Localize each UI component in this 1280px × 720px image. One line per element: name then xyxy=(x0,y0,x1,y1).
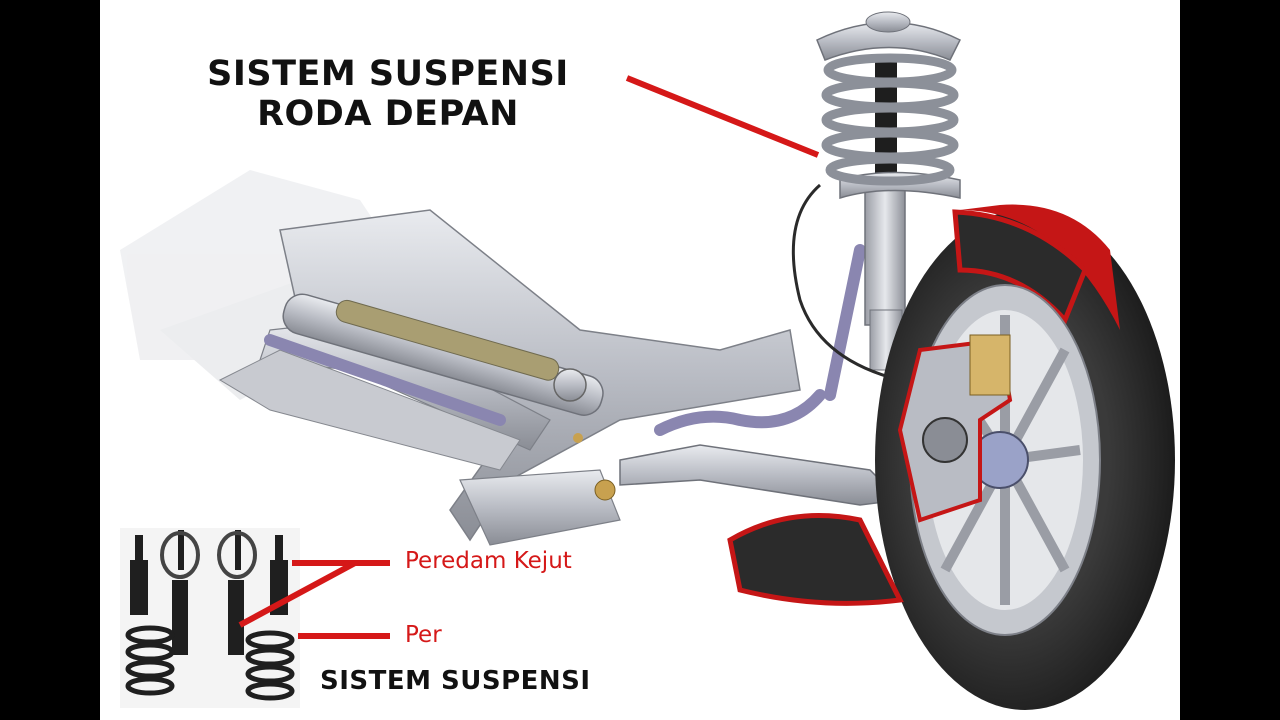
diagram-title: SISTEM SUSPENSI RODA DEPAN xyxy=(168,54,608,134)
coil-spring xyxy=(821,53,959,186)
inset-leader-lines xyxy=(238,560,390,639)
strut-right xyxy=(217,530,257,655)
title-line-1: SISTEM SUSPENSI xyxy=(207,54,569,94)
coil-spring-right xyxy=(245,630,295,701)
lower-control-arm xyxy=(573,433,902,506)
parts-inset xyxy=(120,528,300,708)
label-spring: Per xyxy=(405,622,442,648)
hub-knuckle xyxy=(897,334,1013,523)
inset-caption: SISTEM SUSPENSI xyxy=(320,666,591,696)
coil-spring-left xyxy=(125,625,175,696)
title-leader-line xyxy=(625,75,820,158)
diagram-canvas: SISTEM SUSPENSI RODA DEPAN Peredam Kejut… xyxy=(100,0,1180,720)
stabilizer-bar xyxy=(264,244,866,436)
shock-absorber-left xyxy=(130,535,148,615)
suspension-illustration xyxy=(120,11,1175,710)
steering-rack xyxy=(282,293,604,416)
label-shock-absorber: Peredam Kejut xyxy=(405,548,572,574)
wheel-tyre xyxy=(727,204,1175,710)
title-line-2: RODA DEPAN xyxy=(257,94,519,134)
strut-left xyxy=(160,530,200,655)
